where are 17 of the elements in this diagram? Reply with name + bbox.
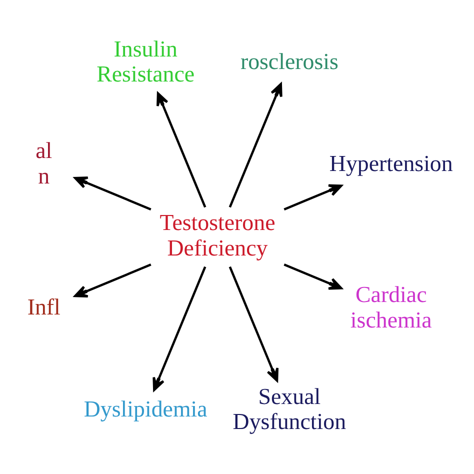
arrow — [284, 264, 342, 290]
arrow — [156, 92, 206, 208]
node-text: rosclerosis — [240, 49, 338, 74]
node-text: Sexual Dysfunction — [232, 384, 346, 434]
node-text: Testosterone Deficiency — [160, 210, 276, 260]
node-text: Dyslipidemia — [84, 396, 208, 422]
node-text: Hypertension — [329, 150, 453, 176]
node-text: Cardiac ischemia — [350, 282, 432, 332]
node-text: al n — [36, 138, 52, 188]
arrow — [228, 266, 279, 382]
arrow — [152, 266, 206, 391]
arrow — [74, 176, 152, 210]
arrow — [74, 264, 152, 298]
node-text: Infl — [27, 294, 60, 320]
arrow — [284, 184, 342, 210]
arrow — [228, 83, 282, 208]
node-text: Insulin Resistance — [96, 36, 195, 87]
